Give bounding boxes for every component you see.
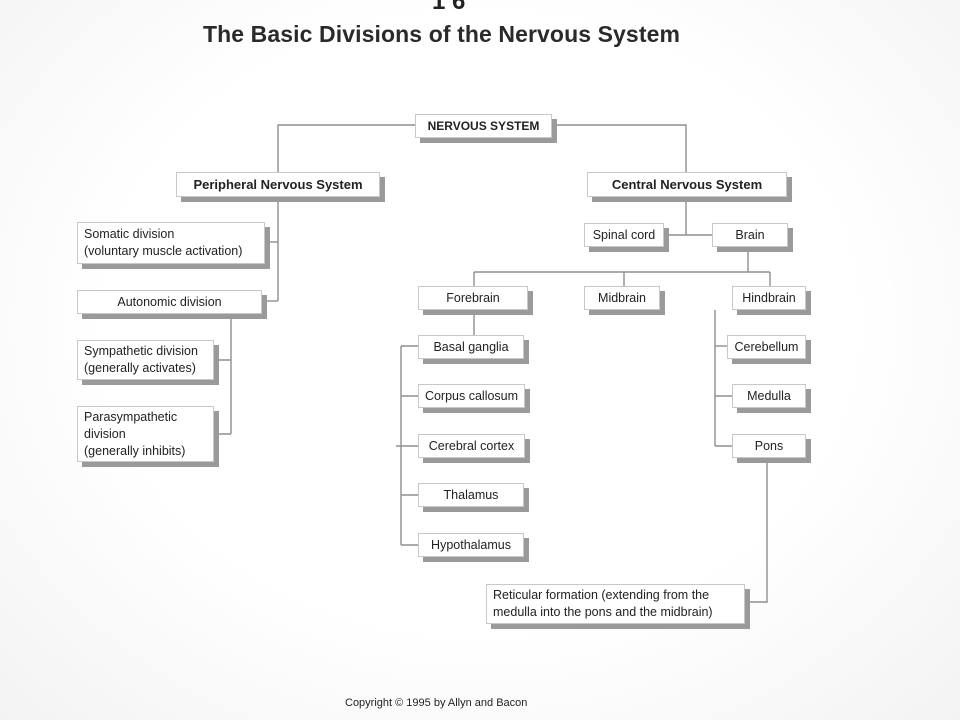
- diagram-title: The Basic Divisions of the Nervous Syste…: [203, 21, 681, 47]
- node-peripheral-nervous-system: Peripheral Nervous System: [176, 172, 380, 197]
- node-forebrain: Forebrain: [418, 286, 528, 310]
- node-spinal-cord: Spinal cord: [584, 223, 664, 247]
- node-hindbrain: Hindbrain: [732, 286, 806, 310]
- node-somatic-division: Somatic division (voluntary muscle activ…: [77, 222, 265, 264]
- node-parasympathetic-division: Parasympathetic division (generally inhi…: [77, 406, 214, 462]
- node-cerebellum: Cerebellum: [727, 335, 806, 359]
- connector-nervous-to-peripheral: [277, 124, 415, 175]
- figure-number: 1 6: [432, 0, 466, 15]
- node-autonomic-division: Autonomic division: [77, 290, 262, 314]
- node-reticular-formation: Reticular formation (extending from the …: [486, 584, 745, 624]
- node-brain: Brain: [712, 223, 788, 247]
- node-central-nervous-system: Central Nervous System: [587, 172, 787, 197]
- node-pons: Pons: [732, 434, 806, 458]
- node-thalamus: Thalamus: [418, 483, 524, 507]
- node-hypothalamus: Hypothalamus: [418, 533, 524, 557]
- connector-nervous-to-central: [552, 124, 687, 175]
- node-corpus-callosum: Corpus callosum: [418, 384, 525, 408]
- node-midbrain: Midbrain: [584, 286, 660, 310]
- node-nervous-system: NERVOUS SYSTEM: [415, 114, 552, 138]
- node-basal-ganglia: Basal ganglia: [418, 335, 524, 359]
- node-sympathetic-division: Sympathetic division (generally activate…: [77, 340, 214, 380]
- node-cerebral-cortex: Cerebral cortex: [418, 434, 525, 458]
- node-medulla: Medulla: [732, 384, 806, 408]
- connector-pons-to-reticular: [745, 458, 768, 603]
- copyright-notice: Copyright © 1995 by Allyn and Bacon: [345, 697, 528, 709]
